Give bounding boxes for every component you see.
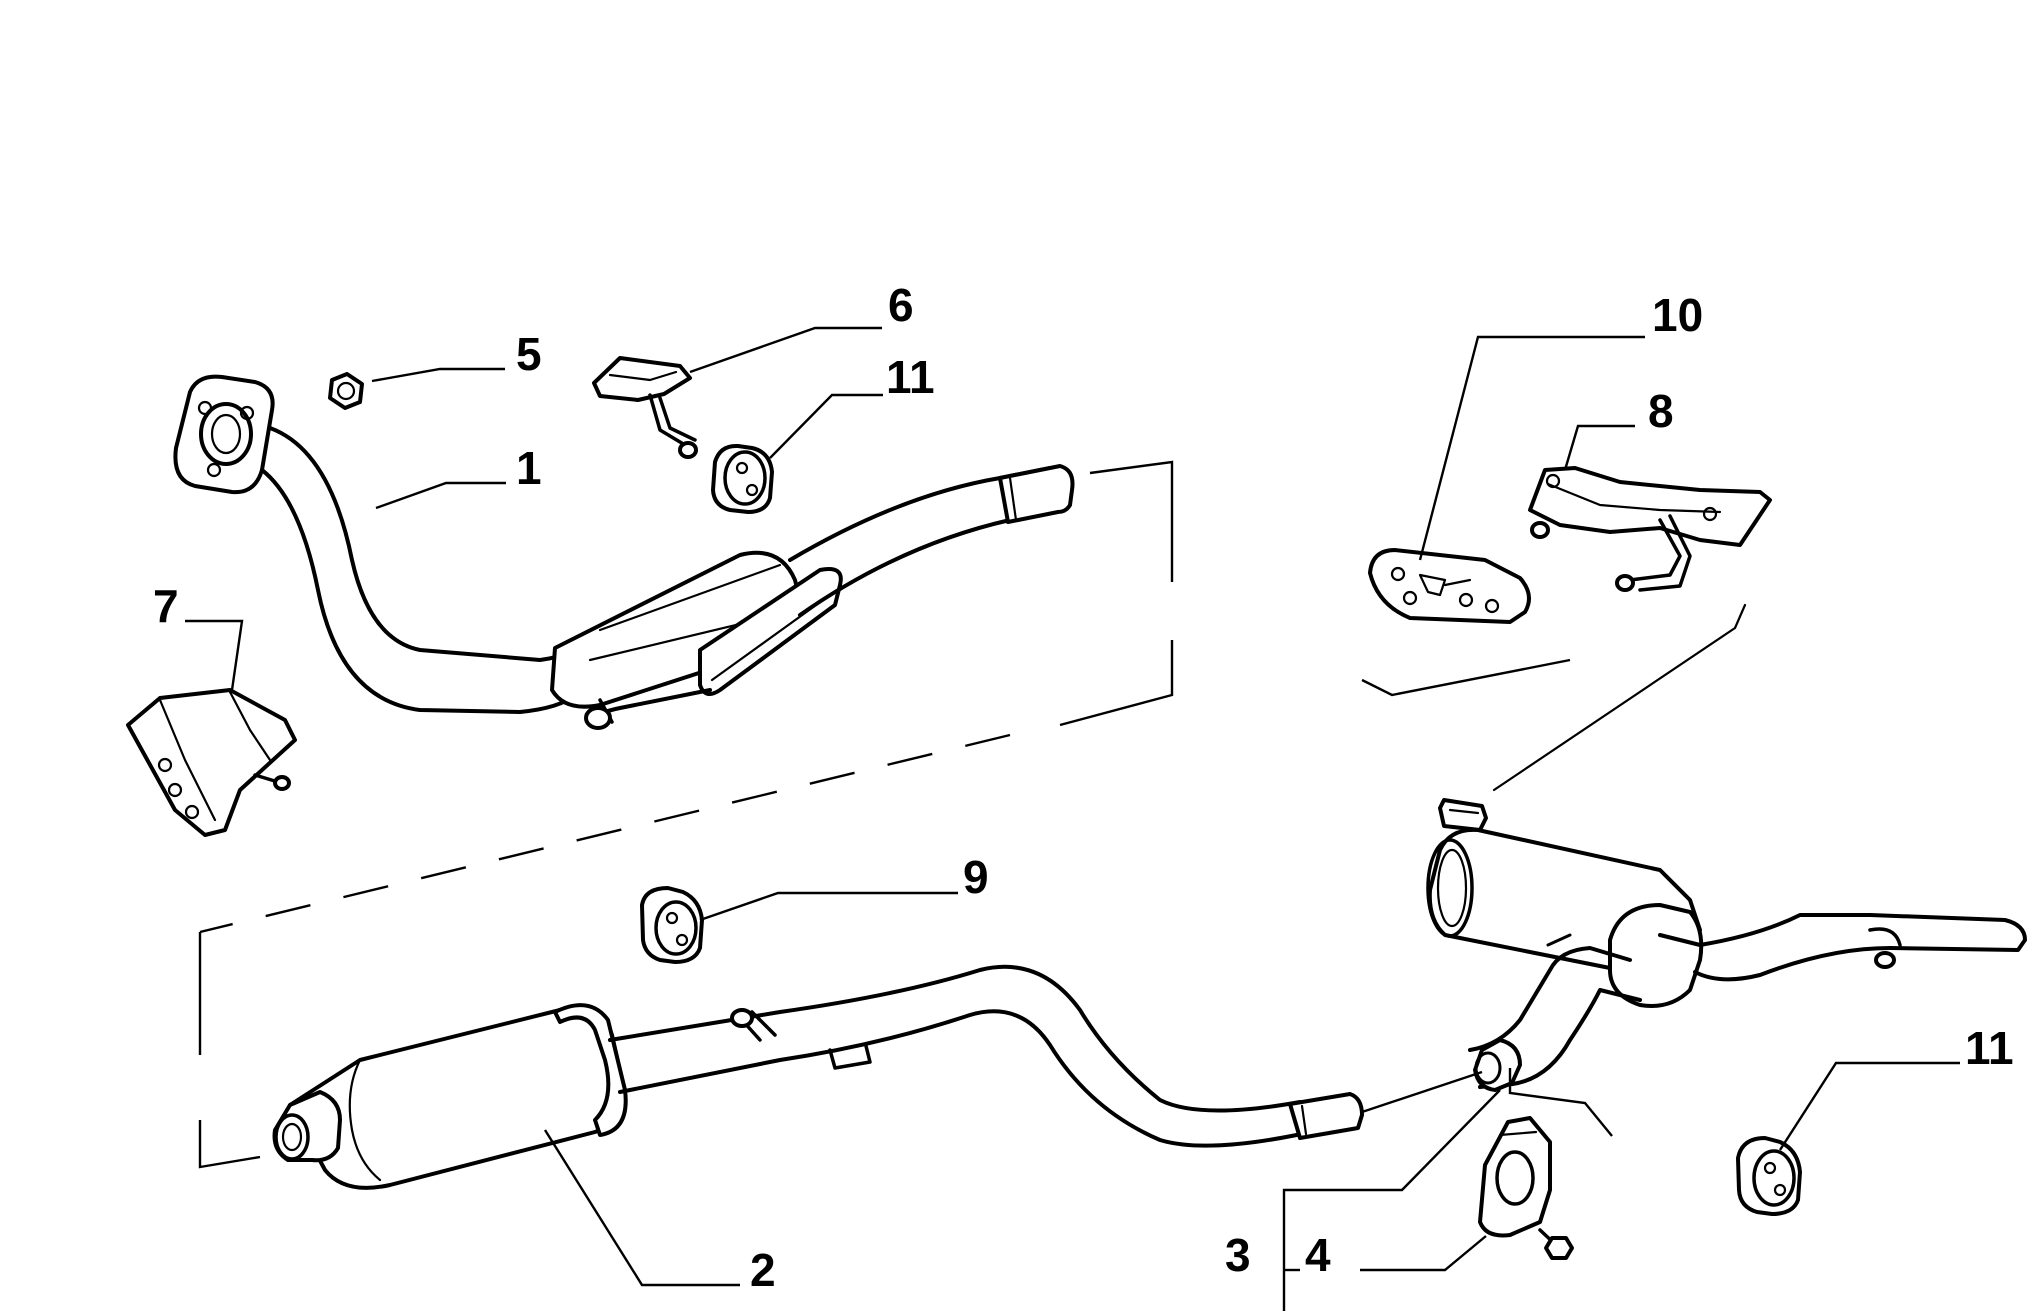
rear-silencer — [1426, 798, 2027, 1092]
callout-3: 3 — [1225, 1229, 1251, 1281]
callout-leaders — [185, 326, 1960, 1311]
callout-labels: 1 2 3 4 5 6 7 8 9 10 11 11 — [153, 279, 2014, 1296]
rubber-mount-upper — [711, 443, 774, 514]
front-pipe-catalytic-converter — [173, 374, 1075, 730]
callout-9: 9 — [963, 851, 989, 903]
callout-7: 7 — [153, 580, 179, 632]
bracket-upper — [592, 356, 698, 459]
callout-11-upper: 11 — [886, 351, 935, 403]
callout-4: 4 — [1305, 1229, 1331, 1281]
callout-5: 5 — [516, 328, 542, 380]
heat-shield-bracket — [126, 688, 297, 837]
rubber-mount-lower — [1736, 1136, 1802, 1216]
callout-11-lower: 11 — [1965, 1022, 2014, 1074]
callout-2: 2 — [750, 1244, 776, 1296]
nut — [328, 372, 364, 410]
callout-1: 1 — [516, 442, 542, 494]
rubber-mount-middle — [640, 886, 704, 964]
callout-6: 6 — [888, 279, 914, 331]
intermediate-pipe-silencer — [272, 964, 1364, 1190]
callout-10: 10 — [1652, 289, 1703, 341]
bracket-rear — [1528, 466, 1772, 592]
callout-8: 8 — [1648, 385, 1674, 437]
pipe-clamp — [1478, 1116, 1574, 1260]
assembly-guide-lines — [198, 460, 1747, 1169]
rubber-block — [1368, 548, 1531, 624]
